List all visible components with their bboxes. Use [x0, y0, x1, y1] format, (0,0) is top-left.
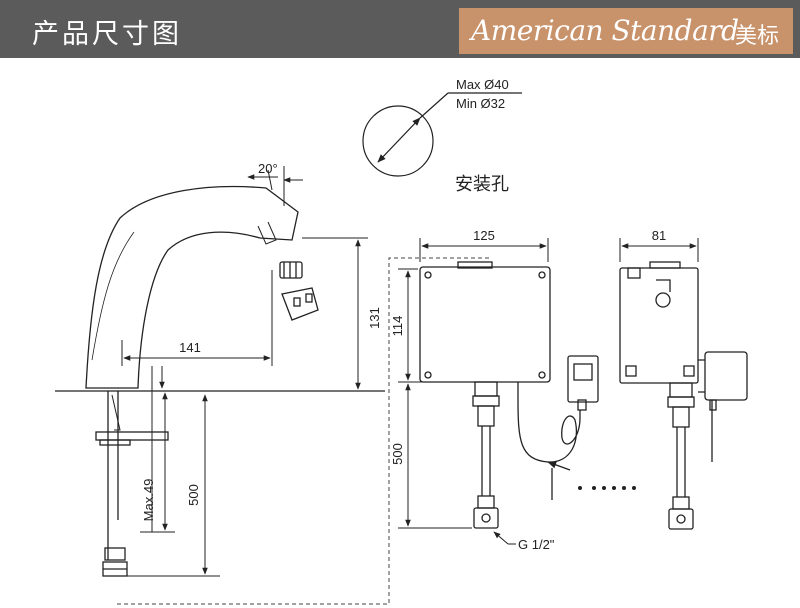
control-box-front	[419, 261, 599, 529]
box-hose-label: 500	[390, 443, 405, 465]
hole-max-label: Max Ø40	[456, 77, 509, 92]
brand-badge: American Standard 美标	[459, 8, 793, 54]
faucet-hose-label: 500	[186, 484, 201, 506]
mounting-hole-diagram	[362, 92, 522, 177]
wall-outline-dashed	[117, 257, 490, 605]
mounting-hole-circle	[362, 105, 434, 177]
hole-diameter-arrow	[377, 117, 421, 163]
faucet-drawing	[55, 185, 385, 577]
page-title: 产品尺寸图	[32, 19, 182, 50]
side-width-label: 81	[652, 228, 666, 243]
max-thickness-label: Max.49	[141, 479, 156, 522]
height-label: 131	[367, 307, 382, 329]
thread-label: G 1/2"	[518, 537, 555, 552]
hole-min-label: Min Ø32	[456, 96, 505, 111]
control-box-side	[619, 261, 748, 530]
dimension-drawing: Max Ø40 Min Ø32 安装孔	[55, 77, 748, 605]
angle-label: 20°	[258, 161, 278, 176]
box-width-label: 125	[473, 228, 495, 243]
hole-caption: 安装孔	[455, 174, 509, 195]
dotted-sensor-range	[578, 486, 636, 490]
header-bar: 产品尺寸图 American Standard 美标	[0, 0, 800, 58]
box-height-label: 114	[390, 316, 405, 337]
brand-logo-text: American Standard	[471, 14, 739, 47]
brand-cn-text: 美标	[734, 24, 779, 49]
reach-label: 141	[179, 340, 201, 355]
